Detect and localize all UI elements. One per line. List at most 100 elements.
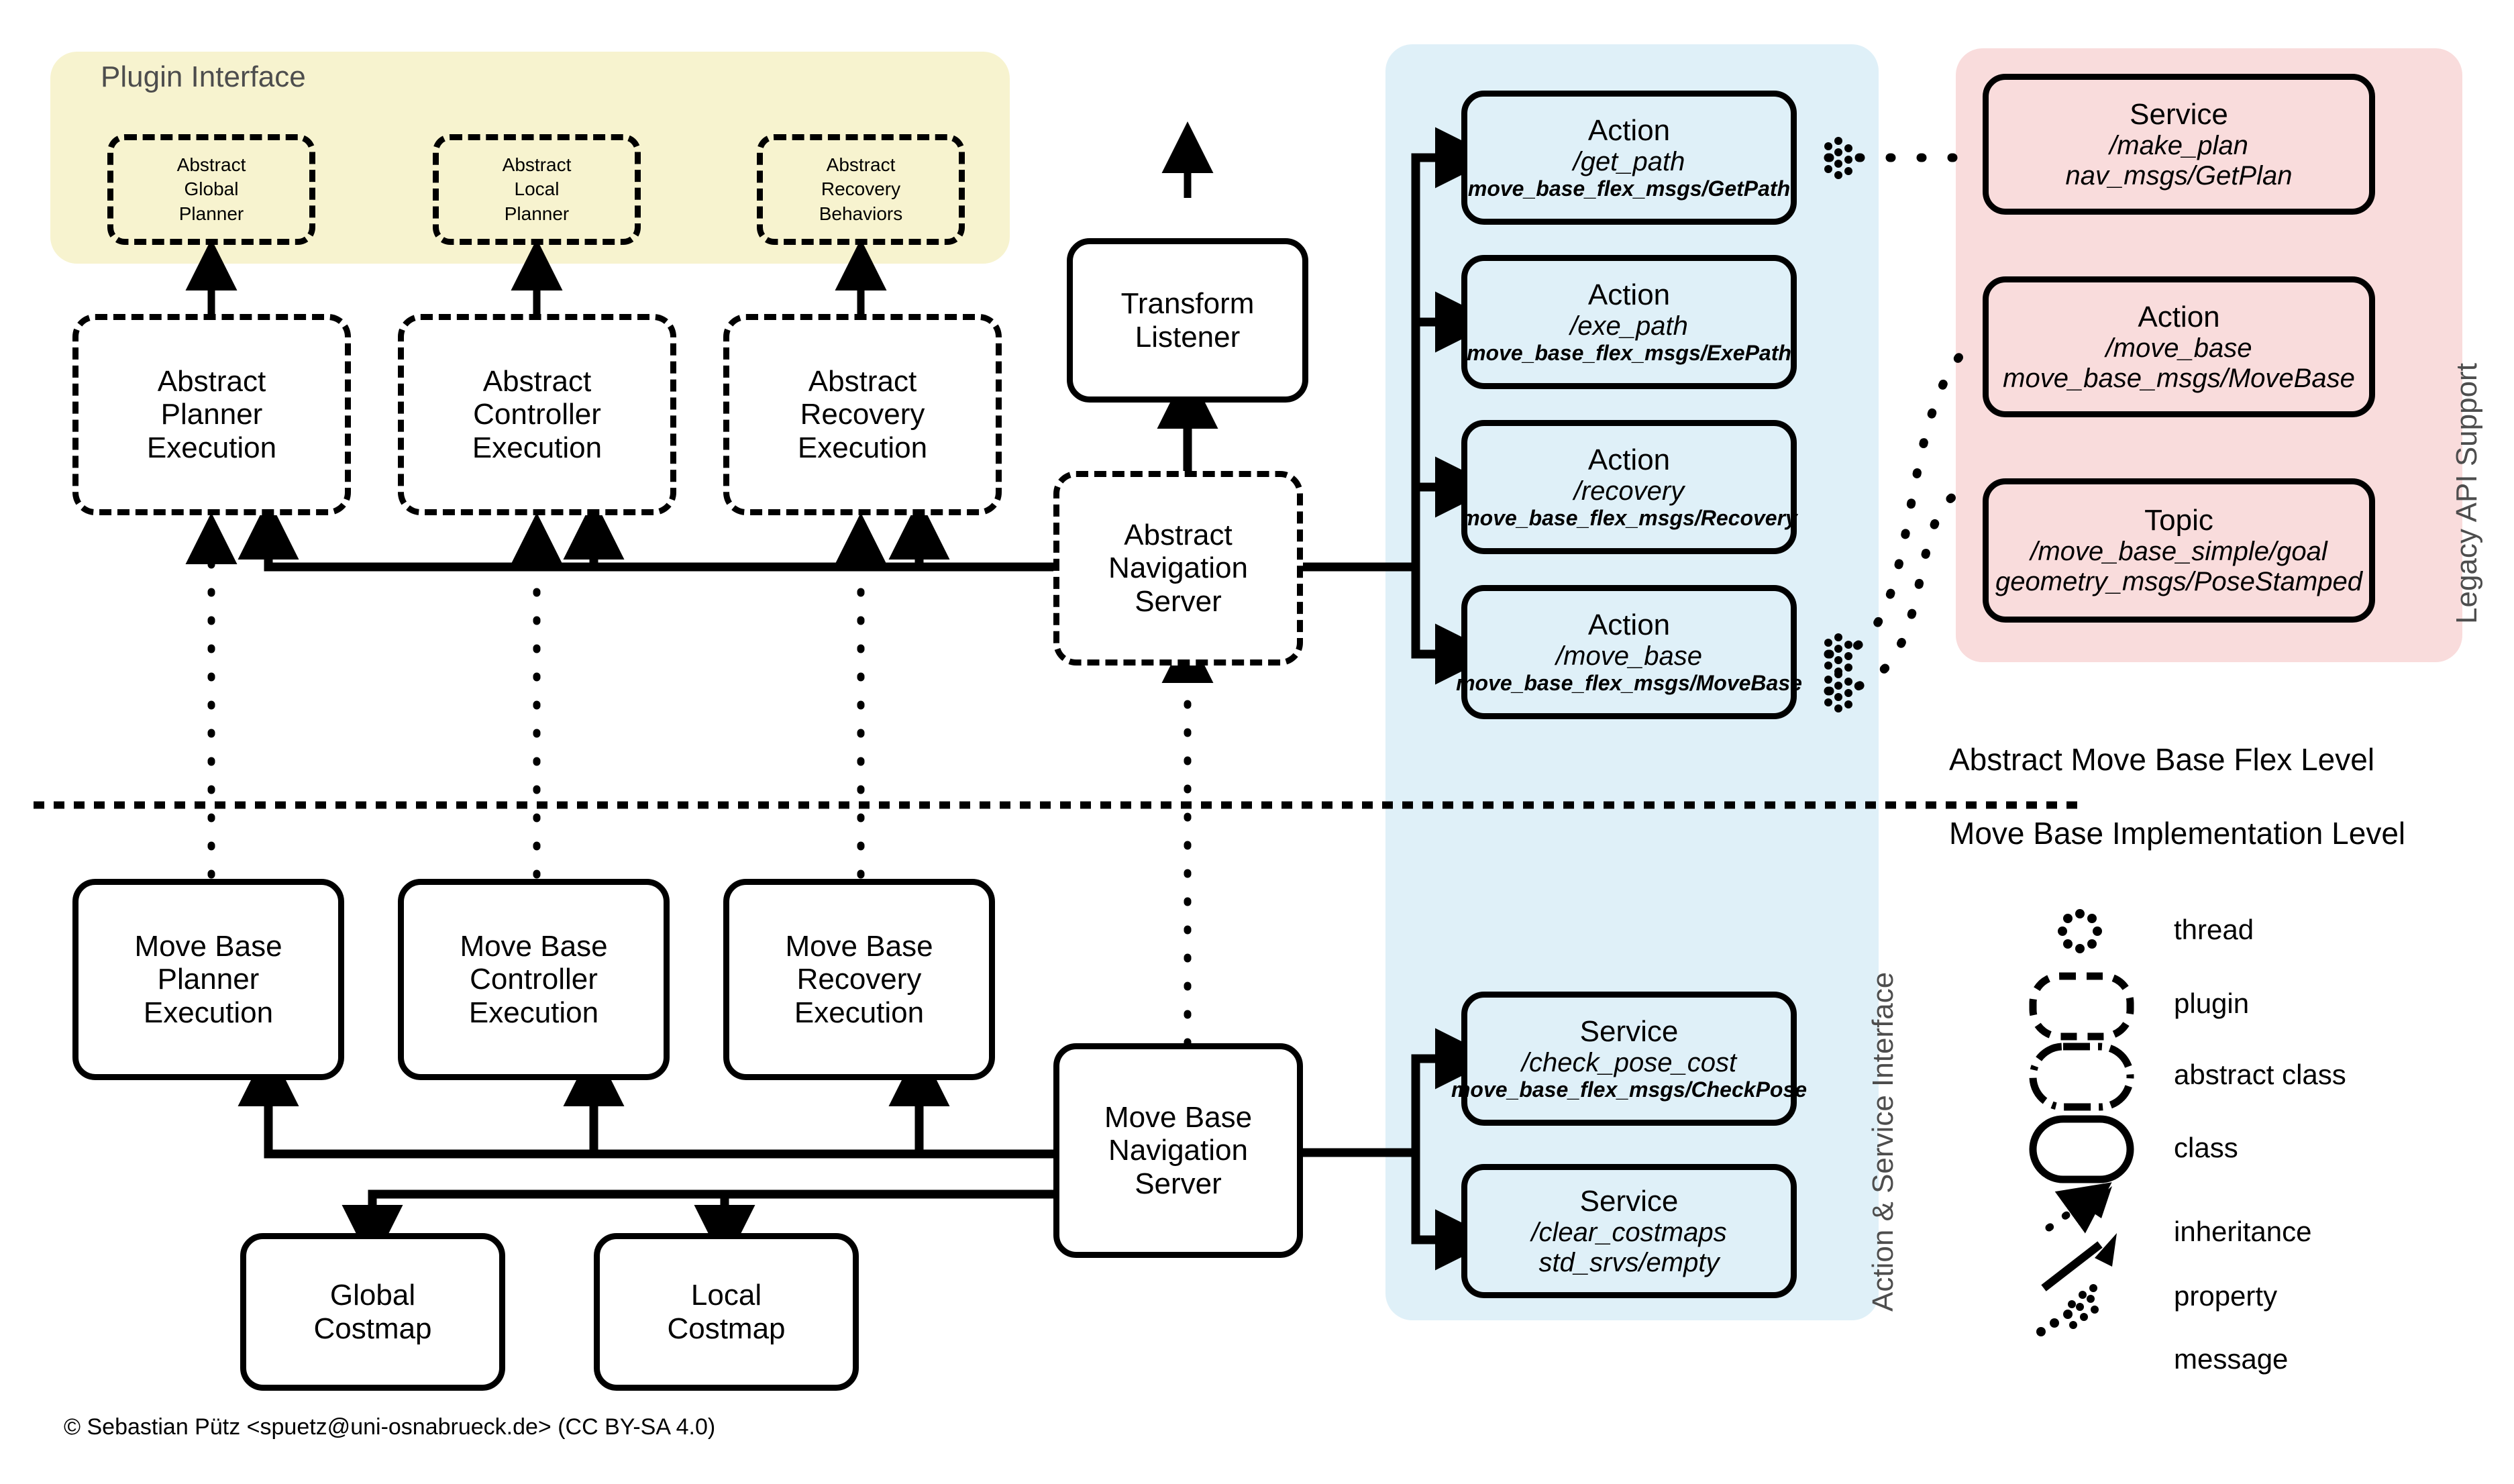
node-line1: Abstract	[1124, 519, 1233, 552]
action-name: /move_base	[1556, 641, 1702, 672]
panel-plugin-interface-label: Plugin Interface	[101, 60, 306, 93]
service-name: /clear_costmaps	[1531, 1217, 1727, 1247]
service-type: move_base_flex_msgs/CheckPose	[1451, 1077, 1808, 1102]
panel-plugin-interface	[50, 52, 1010, 264]
node-line3: Server	[1135, 584, 1222, 618]
global-costmap[interactable]: Global Costmap	[240, 1233, 505, 1391]
node-line2: Recovery	[796, 963, 922, 996]
plugin-icon	[2029, 972, 2134, 1041]
plugin-line1: Abstract	[826, 154, 896, 175]
node-line1: Abstract	[808, 365, 917, 399]
node-line1: Local	[690, 1279, 762, 1312]
legacy-kind: Topic	[2144, 504, 2213, 537]
property-arrow-icon	[2041, 1233, 2117, 1291]
legacy-name: /move_base	[2105, 333, 2252, 363]
plugin-line3: Planner	[178, 203, 244, 224]
class-icon	[2029, 1115, 2134, 1183]
local-costmap[interactable]: Local Costmap	[594, 1233, 859, 1391]
node-line2: Planner	[157, 963, 260, 996]
service-name: /check_pose_cost	[1521, 1048, 1737, 1078]
action-get-path[interactable]: Action /get_path move_base_flex_msgs/Get…	[1461, 91, 1797, 225]
move-base-server-service-bus	[1303, 1028, 1496, 1271]
legend-label-plugin: plugin	[2174, 988, 2250, 1019]
plugin-abstract-recovery-behaviors[interactable]: Abstract Recovery Behaviors	[757, 134, 965, 245]
plugin-line1: Abstract	[176, 154, 246, 175]
move-base-controller-execution[interactable]: Move Base Controller Execution	[398, 879, 670, 1080]
legacy-kind: Action	[2138, 300, 2220, 333]
move-base-server-bus	[238, 1045, 1053, 1159]
node-line1: Move Base	[1104, 1101, 1253, 1134]
node-line3: Execution	[797, 431, 928, 464]
node-line3: Server	[1135, 1167, 1222, 1200]
action-kind: Action	[1587, 443, 1671, 477]
node-line1: Move Base	[134, 930, 282, 963]
node-line2: Recovery	[800, 398, 925, 431]
legacy-service-make-plan[interactable]: Service /make_plan nav_msgs/GetPlan	[1983, 74, 2375, 215]
legacy-action-move-base[interactable]: Action /move_base move_base_msgs/MoveBas…	[1983, 276, 2375, 417]
legacy-kind: Service	[2130, 97, 2228, 131]
node-line2: Listener	[1135, 320, 1241, 354]
transform-listener[interactable]: Transform Listener	[1067, 238, 1308, 403]
action-name: /exe_path	[1570, 311, 1688, 341]
node-line3: Execution	[143, 996, 274, 1029]
action-name: /get_path	[1573, 147, 1685, 177]
action-recovery[interactable]: Action /recovery move_base_flex_msgs/Rec…	[1461, 420, 1797, 554]
inheritance-arrow-icon	[2045, 1182, 2112, 1234]
node-line1: Transform	[1120, 287, 1255, 321]
plugin-line2: Recovery	[821, 178, 901, 200]
service-clear-costmaps[interactable]: Service /clear_costmaps std_srvs/empty	[1461, 1164, 1797, 1298]
legacy-type: nav_msgs/GetPlan	[2065, 160, 2293, 191]
message-link-move-base-action	[1824, 344, 1971, 659]
service-check-pose-cost[interactable]: Service /check_pose_cost move_base_flex_…	[1451, 992, 1807, 1126]
plugin-abstract-global-planner[interactable]: Abstract Global Planner	[107, 134, 315, 245]
move-base-recovery-execution[interactable]: Move Base Recovery Execution	[723, 879, 995, 1080]
legend-label-inheritance: inheritance	[2174, 1216, 2312, 1247]
node-line3: Execution	[146, 431, 277, 464]
legacy-topic-move-base-simple-goal[interactable]: Topic /move_base_simple/goal geometry_ms…	[1983, 478, 2375, 623]
node-line2: Costmap	[667, 1312, 786, 1345]
move-base-planner-execution[interactable]: Move Base Planner Execution	[72, 879, 344, 1080]
node-line3: Execution	[472, 431, 603, 464]
node-line2: Planner	[160, 398, 263, 431]
abstract-recovery-execution[interactable]: Abstract Recovery Execution	[723, 314, 1002, 515]
abstract-planner-execution[interactable]: Abstract Planner Execution	[72, 314, 351, 515]
plugin-line2: Local	[514, 178, 560, 200]
service-type: std_srvs/empty	[1538, 1247, 1720, 1277]
action-type: move_base_flex_msgs/MoveBase	[1456, 671, 1802, 696]
level-label-abstract: Abstract Move Base Flex Level	[1949, 742, 2375, 777]
node-line2: Navigation	[1108, 1134, 1248, 1167]
node-line1: Move Base	[460, 930, 608, 963]
legend-label-class: class	[2174, 1132, 2238, 1163]
costmap-bus	[342, 1189, 1053, 1266]
node-line2: Navigation	[1108, 551, 1248, 585]
action-type: move_base_flex_msgs/Recovery	[1461, 506, 1797, 531]
action-kind: Action	[1587, 114, 1671, 148]
credit-text: © Sebastian Pütz <spuetz@uni-osnabrueck.…	[64, 1414, 716, 1440]
node-line2: Costmap	[313, 1312, 432, 1345]
abstract-navigation-server[interactable]: Abstract Navigation Server	[1053, 471, 1303, 666]
plugin-line2: Global	[184, 178, 239, 200]
legacy-name: /move_base_simple/goal	[2030, 537, 2327, 567]
plugin-abstract-local-planner[interactable]: Abstract Local Planner	[433, 134, 641, 245]
action-move-base[interactable]: Action /move_base move_base_flex_msgs/Mo…	[1456, 585, 1802, 719]
move-base-navigation-server[interactable]: Move Base Navigation Server	[1053, 1043, 1303, 1258]
plugin-line3: Planner	[504, 203, 570, 224]
node-line1: Global	[329, 1279, 416, 1312]
level-label-implementation: Move Base Implementation Level	[1949, 816, 2406, 851]
service-kind: Service	[1579, 1015, 1679, 1049]
action-kind: Action	[1587, 608, 1671, 642]
message-arrow-icon	[2036, 1284, 2099, 1336]
abstract-class-icon	[2029, 1043, 2134, 1111]
action-kind: Action	[1587, 278, 1671, 312]
legacy-type: geometry_msgs/PoseStamped	[1995, 567, 2362, 597]
node-line2: Controller	[470, 963, 598, 996]
node-line1: Move Base	[785, 930, 933, 963]
action-type: move_base_flex_msgs/ExePath	[1467, 341, 1791, 366]
action-exe-path[interactable]: Action /exe_path move_base_flex_msgs/Exe…	[1461, 255, 1797, 389]
abstract-controller-execution[interactable]: Abstract Controller Execution	[398, 314, 676, 515]
node-line2: Controller	[473, 398, 601, 431]
node-line1: Abstract	[157, 365, 266, 399]
